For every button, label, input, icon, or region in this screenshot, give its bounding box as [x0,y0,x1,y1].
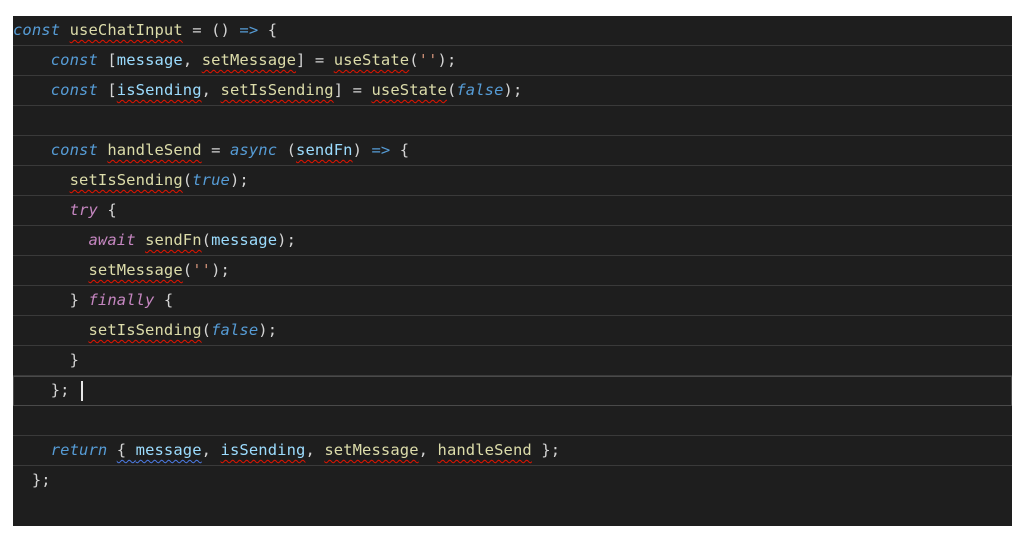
code-line[interactable]: setMessage(''); [13,256,1012,286]
function-call: setIsSending [88,321,202,339]
identifier: handleSend [437,441,532,459]
parameter: sendFn [296,141,353,159]
code-line[interactable]: const [message, setMessage] = useState('… [13,46,1012,76]
code-line[interactable]: } finally { [13,286,1012,316]
identifier: setIsSending [220,81,334,99]
keyword: const [50,51,98,69]
code-line[interactable]: return { message, isSending, setMessage,… [13,436,1012,466]
keyword: await [88,231,136,249]
arrow-token: => [239,21,259,39]
function-call: setMessage [88,261,183,279]
code-line[interactable]: const [isSending, setIsSending] = useSta… [13,76,1012,106]
hook-name: useChatInput [69,21,183,39]
code-line[interactable]: } [13,346,1012,376]
boolean-literal: true [192,171,230,189]
identifier: isSending [116,81,202,99]
keyword: finally [88,291,155,309]
identifier: message [135,441,202,459]
keyword: const [13,21,61,39]
code-line[interactable]: const useChatInput = () => { [13,16,1012,46]
function-call: useState [333,51,410,69]
code-line[interactable]: setIsSending(false); [13,316,1012,346]
keyword: const [50,141,98,159]
code-line[interactable] [13,106,1012,136]
keyword: try [69,201,98,219]
code-line[interactable]: const handleSend = async (sendFn) => { [13,136,1012,166]
code-line-active[interactable]: }; [13,376,1012,406]
identifier: handleSend [107,141,202,159]
code-line[interactable]: setIsSending(true); [13,166,1012,196]
identifier: message [211,231,278,249]
arrow-token: => [371,141,391,159]
code-line[interactable] [13,406,1012,436]
code-line[interactable]: await sendFn(message); [13,226,1012,256]
keyword: async [229,141,278,159]
boolean-literal: false [211,321,259,339]
code-line[interactable]: }; [13,471,51,489]
identifier: isSending [220,441,306,459]
function-call: sendFn [145,231,202,249]
keyword: const [50,81,98,99]
function-call: setIsSending [69,171,183,189]
boolean-literal: false [456,81,504,99]
identifier: setMessage [201,51,297,69]
identifier: message [116,51,183,69]
keyword: return [50,441,108,459]
string-literal: '' [192,261,212,279]
code-editor[interactable]: const useChatInput = () => { const [mess… [13,16,1012,526]
code-line[interactable]: try { [13,196,1012,226]
identifier: setMessage [324,441,419,459]
function-call: useState [371,81,447,99]
string-literal: '' [418,51,438,69]
text-cursor [81,380,84,401]
